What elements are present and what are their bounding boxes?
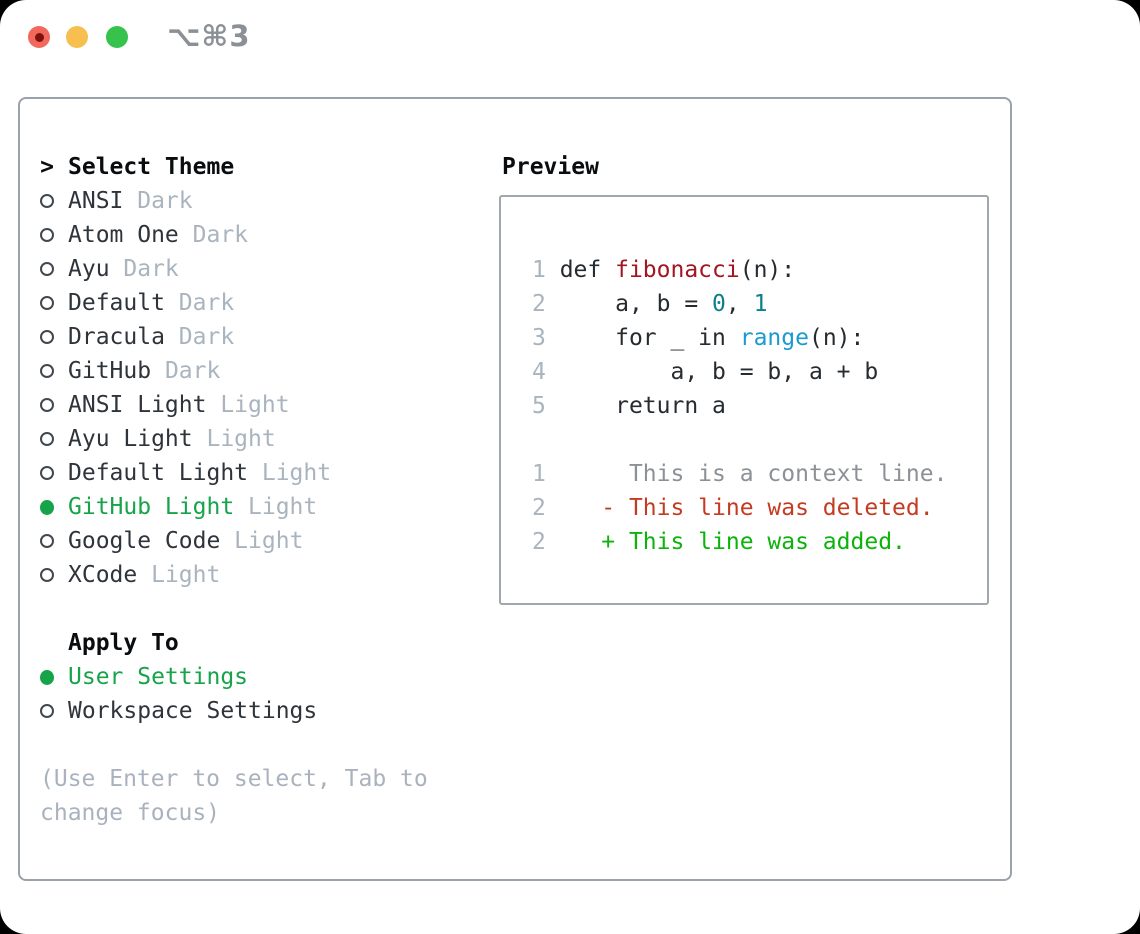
theme-option-default-light[interactable]: Default Light Light	[40, 456, 490, 490]
close-dot-icon	[34, 32, 44, 42]
radio-icon	[40, 330, 54, 344]
theme-option-ansi-light[interactable]: ANSI Light Light	[40, 388, 490, 422]
select-theme-heading: Select Theme	[68, 154, 235, 180]
code-line-2: 2 a, b = 0, 1	[532, 291, 768, 317]
radio-icon	[40, 296, 54, 310]
theme-option-label: Atom One Dark	[68, 222, 249, 248]
radio-selected-icon	[40, 669, 54, 685]
radio-icon	[40, 568, 54, 582]
radio-icon	[40, 466, 54, 480]
radio-icon	[40, 398, 54, 412]
code-line-4: 4 a, b = b, a + b	[532, 359, 879, 385]
apply-option-workspace-settings[interactable]: Workspace Settings	[40, 694, 490, 728]
theme-option-label: GitHub Dark	[68, 358, 221, 384]
theme-option-label: GitHub Light Light	[68, 494, 318, 520]
hint-text-line-1: (Use Enter to select, Tab to	[40, 766, 428, 792]
window-titlebar: ⌥⌘3	[0, 0, 1140, 97]
preview-box: 1 def fibonacci(n): 2 a, b = 0, 1 3 for _ …	[499, 195, 989, 605]
theme-option-atom-one[interactable]: Atom One Dark	[40, 218, 490, 252]
theme-option-label: Ayu Light Light	[68, 426, 276, 452]
radio-icon	[40, 262, 54, 276]
theme-option-label: Dracula Dark	[68, 324, 235, 350]
hint-text-line-2: change focus)	[40, 800, 221, 826]
line-number: 3	[532, 325, 560, 351]
code-line-8: 2 - This line was deleted.	[532, 495, 934, 521]
radio-icon	[40, 534, 54, 548]
theme-option-label: Google Code Light	[68, 528, 304, 554]
line-number: 2	[532, 291, 560, 317]
radio-icon	[40, 364, 54, 378]
radio-icon	[40, 704, 54, 718]
theme-option-label: Default Light Light	[68, 460, 332, 486]
theme-option-label: ANSI Dark	[68, 188, 193, 214]
apply-option-label: User Settings	[68, 664, 249, 690]
theme-option-default[interactable]: Default Dark	[40, 286, 490, 320]
theme-option-label: ANSI Light Light	[68, 392, 290, 418]
line-number: 5	[532, 393, 560, 419]
preview-heading: Preview	[502, 154, 599, 180]
line-number: 1	[532, 257, 560, 283]
code-line-7: 1 This is a context line.	[532, 461, 948, 487]
code-line-1: 1 def fibonacci(n):	[532, 257, 796, 283]
radio-icon	[40, 432, 54, 446]
code-blank-line	[532, 423, 987, 457]
radio-selected-icon	[40, 499, 54, 515]
prompt-marker-icon: >	[40, 154, 54, 180]
zoom-button[interactable]	[106, 26, 128, 48]
theme-option-github[interactable]: GitHub Dark	[40, 354, 490, 388]
apply-to-heading-row: Apply To	[40, 626, 490, 660]
radio-icon	[40, 228, 54, 242]
apply-to-heading: Apply To	[68, 630, 179, 656]
window-title-shortcut: ⌥⌘3	[167, 19, 251, 53]
line-number: 4	[532, 359, 560, 385]
select-theme-heading-row: > Select Theme	[40, 150, 490, 184]
theme-option-github-light[interactable]: GitHub Light Light	[40, 490, 490, 524]
minimize-button[interactable]	[66, 26, 88, 48]
theme-option-ansi[interactable]: ANSI Dark	[40, 184, 490, 218]
code-line-3: 3 for _ in range(n):	[532, 325, 865, 351]
radio-icon	[40, 194, 54, 208]
theme-option-label: Default Dark	[68, 290, 235, 316]
close-button[interactable]	[28, 26, 50, 48]
line-number: 1	[532, 461, 560, 487]
code-line-5: 5 return a	[532, 393, 726, 419]
code-preview: 1 def fibonacci(n): 2 a, b = 0, 1 3 for _ …	[532, 253, 987, 559]
apply-option-label: Workspace Settings	[68, 698, 318, 724]
theme-option-google-code[interactable]: Google Code Light	[40, 524, 490, 558]
line-number: 2	[532, 495, 560, 521]
theme-option-label: Ayu Dark	[68, 256, 179, 282]
spacer-row	[40, 592, 490, 626]
theme-option-label: XCode Light	[68, 562, 221, 588]
apply-option-user-settings[interactable]: User Settings	[40, 660, 490, 694]
code-line-9: 2 + This line was added.	[532, 529, 906, 555]
line-number: 2	[532, 529, 560, 555]
spacer-row	[40, 728, 490, 762]
theme-option-xcode[interactable]: XCode Light	[40, 558, 490, 592]
theme-option-dracula[interactable]: Dracula Dark	[40, 320, 490, 354]
theme-option-ayu[interactable]: Ayu Dark	[40, 252, 490, 286]
theme-option-ayu-light[interactable]: Ayu Light Light	[40, 422, 490, 456]
